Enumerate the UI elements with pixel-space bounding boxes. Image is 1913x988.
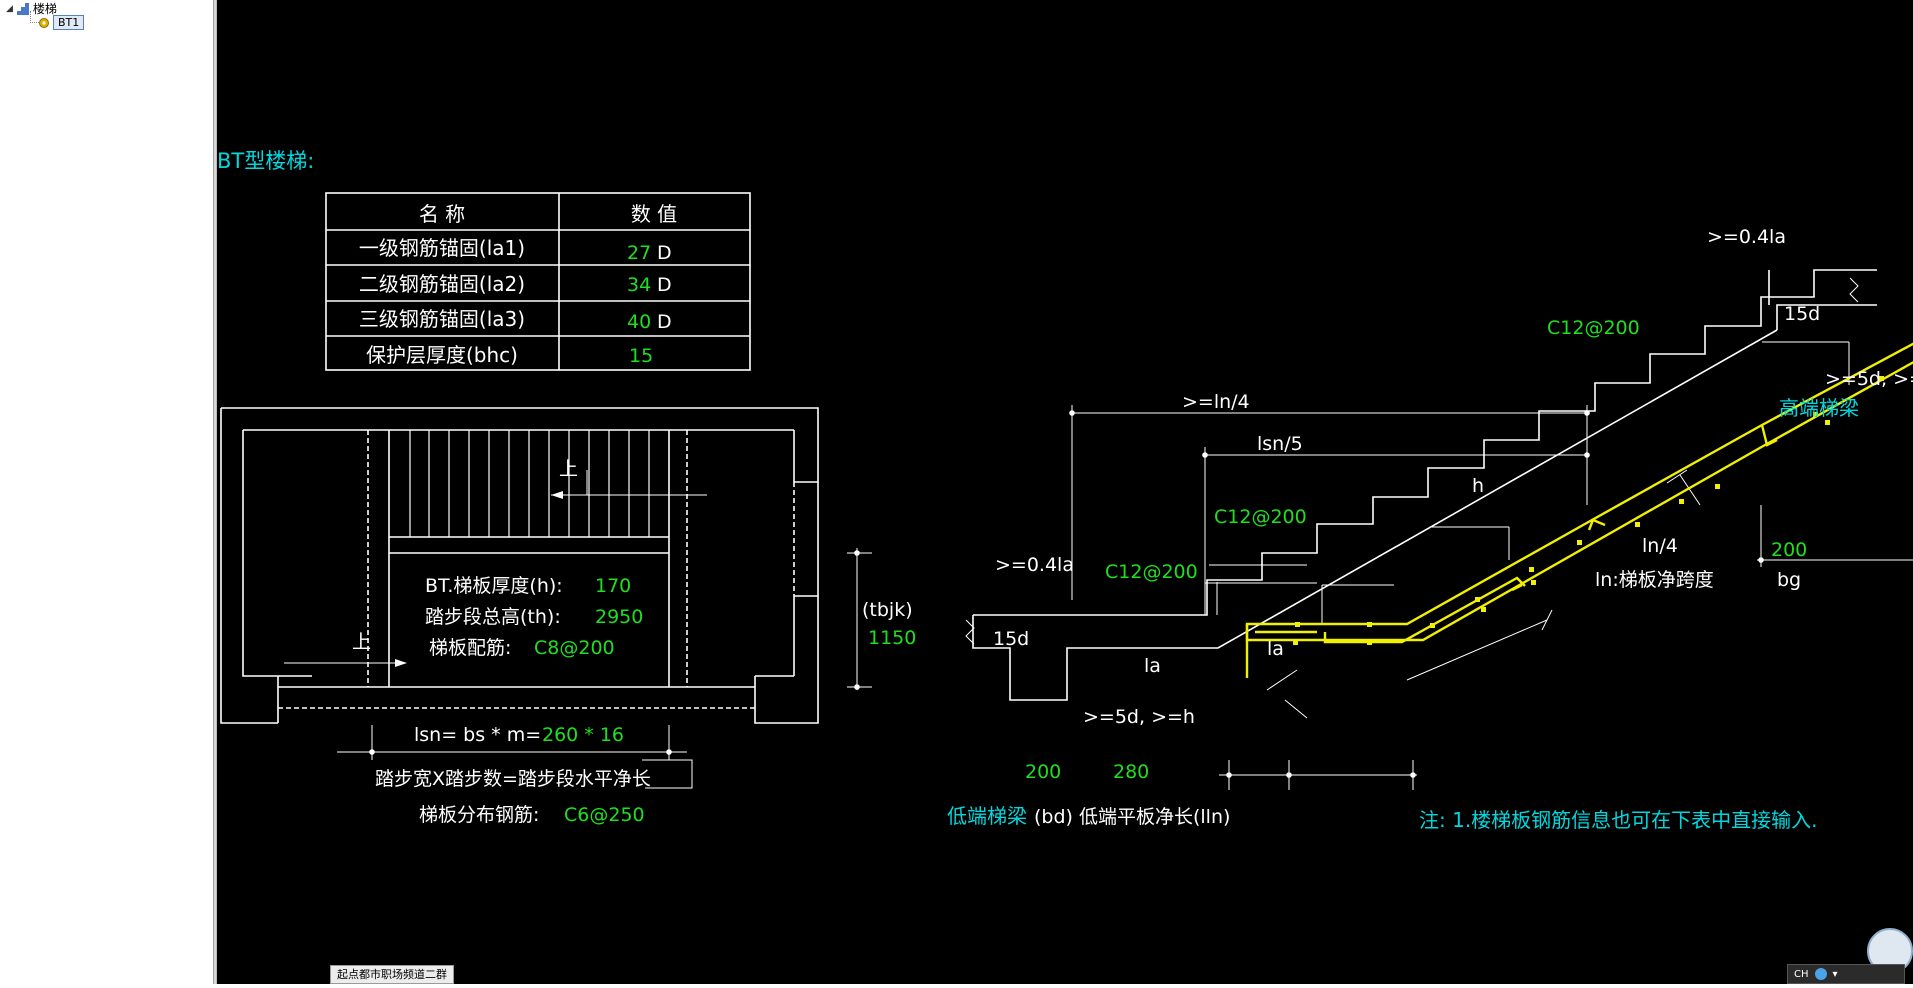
gear-icon bbox=[39, 17, 49, 28]
section-bd-label: (bd) 低端平板净长(lln) bbox=[1034, 806, 1230, 828]
collapse-triangle-icon[interactable]: ◢ bbox=[6, 3, 13, 14]
tree-connector bbox=[30, 11, 39, 23]
section-h-label: h bbox=[1472, 475, 1484, 497]
drawing-note: 注: 1.楼梯板钢筋信息也可在下表中直接输入. bbox=[1419, 808, 1818, 832]
section-anchor-top-label: >=0.4la bbox=[1707, 226, 1786, 248]
plan-thickness-value[interactable]: 170 bbox=[595, 575, 631, 597]
stairs-icon bbox=[16, 2, 29, 15]
section-bg-value[interactable]: 200 bbox=[1771, 539, 1807, 561]
up-arrow-label: 上 bbox=[559, 458, 578, 480]
stair-section-view bbox=[965, 269, 1913, 790]
rebar-points bbox=[1293, 376, 1884, 645]
section-rebar-mid[interactable]: C12@200 bbox=[1214, 506, 1307, 528]
section-la-label: la bbox=[1267, 638, 1284, 660]
ime-language[interactable]: CH bbox=[1794, 968, 1809, 980]
section-rebar-top[interactable]: C12@200 bbox=[1547, 317, 1640, 339]
low-beam-label: 低端梯梁 bbox=[947, 804, 1027, 828]
project-tree-panel: ◢ 楼梯 BT1 bbox=[0, 0, 213, 984]
tree-node-stairs[interactable]: ◢ 楼梯 bbox=[6, 0, 57, 17]
table-row-unit: D bbox=[657, 274, 672, 296]
table-row-name: 一级钢筋锚固(la1) bbox=[359, 236, 525, 260]
lsn-label: lsn= bs * m= bbox=[414, 724, 541, 746]
plan-height-value[interactable]: 2950 bbox=[595, 606, 643, 628]
table-header-value: 数 值 bbox=[631, 202, 677, 226]
lsn-value[interactable]: 260 * 16 bbox=[542, 724, 624, 746]
drawing-title: BT型楼梯: bbox=[217, 149, 314, 173]
dist-rebar-label: 梯板分布钢筋: bbox=[419, 804, 539, 826]
tree-node-label: 楼梯 bbox=[32, 2, 57, 16]
tree-node-label: BT1 bbox=[53, 15, 85, 30]
section-5d-left-label: >=5d, >=h bbox=[1083, 706, 1195, 728]
high-beam-label: 高端梯梁 bbox=[1779, 396, 1859, 420]
section-15d-top-label: 15d bbox=[1784, 303, 1820, 325]
table-row-value[interactable]: 27 bbox=[627, 242, 651, 264]
ime-toolbar[interactable]: CH ▾ bbox=[1787, 964, 1905, 984]
section-lsn5-label: lsn/5 bbox=[1257, 433, 1303, 455]
plan-thickness-label: BT.梯板厚度(h): bbox=[425, 575, 563, 597]
section-ln4-label: >=ln/4 bbox=[1182, 391, 1250, 413]
section-bd-value[interactable]: 200 bbox=[1025, 761, 1061, 783]
tbjk-value[interactable]: 1150 bbox=[868, 627, 916, 649]
table-row-unit: D bbox=[657, 311, 672, 333]
ime-menu-icon[interactable]: ▾ bbox=[1832, 968, 1838, 980]
up-arrow-label: 上 bbox=[352, 631, 371, 653]
anchorage-table-grid bbox=[325, 192, 751, 371]
section-lln-value[interactable]: 280 bbox=[1113, 761, 1149, 783]
section-la-label: la bbox=[1144, 655, 1161, 677]
taskbar-tab[interactable]: 起点都市职场频道二群 bbox=[330, 965, 454, 984]
dist-rebar-value[interactable]: C6@250 bbox=[564, 804, 645, 826]
table-row-unit: D bbox=[657, 242, 672, 264]
stair-plan-view bbox=[220, 407, 872, 789]
plan-height-label: 踏步段总高(th): bbox=[425, 606, 561, 628]
table-row-name: 三级钢筋锚固(la3) bbox=[359, 307, 525, 331]
ime-mode-icon[interactable] bbox=[1814, 968, 1827, 980]
lsn-formula: 踏步宽X踏步数=踏步段水平净长 bbox=[375, 768, 651, 790]
panel-splitter[interactable] bbox=[213, 0, 217, 984]
table-row-value[interactable]: 40 bbox=[627, 311, 651, 333]
section-ln4-right-label: ln/4 bbox=[1642, 535, 1678, 557]
table-row-name: 保护层厚度(bhc) bbox=[366, 343, 518, 367]
plan-rebar-value[interactable]: C8@200 bbox=[534, 637, 615, 659]
section-anchor-left-label: >=0.4la bbox=[995, 554, 1074, 576]
section-5d-top-label: >=5d, >=h bbox=[1825, 368, 1913, 390]
reinforcement-bars bbox=[1245, 342, 1913, 678]
drawing-canvas[interactable]: BT型楼梯: 名 称 数 值 一级钢筋锚固(la1) 二级钢筋锚固(la2) 三… bbox=[217, 0, 1913, 984]
table-row-value[interactable]: 15 bbox=[629, 345, 653, 367]
section-bg-label: bg bbox=[1777, 569, 1801, 591]
table-header-name: 名 称 bbox=[419, 202, 465, 226]
stair-drawing: BT型楼梯: 名 称 数 值 一级钢筋锚固(la1) 二级钢筋锚固(la2) 三… bbox=[217, 149, 1913, 832]
tree-node-bt1[interactable]: BT1 bbox=[38, 15, 85, 30]
section-rebar-low[interactable]: C12@200 bbox=[1105, 561, 1198, 583]
tbjk-label: (tbjk) bbox=[862, 599, 913, 621]
table-row-name: 二级钢筋锚固(la2) bbox=[359, 272, 525, 296]
section-15d-left-label: 15d bbox=[993, 628, 1029, 650]
table-row-value[interactable]: 34 bbox=[627, 274, 651, 296]
plan-rebar-label: 梯板配筋: bbox=[429, 637, 511, 659]
section-ln-span-label: ln:梯板净跨度 bbox=[1595, 569, 1714, 591]
